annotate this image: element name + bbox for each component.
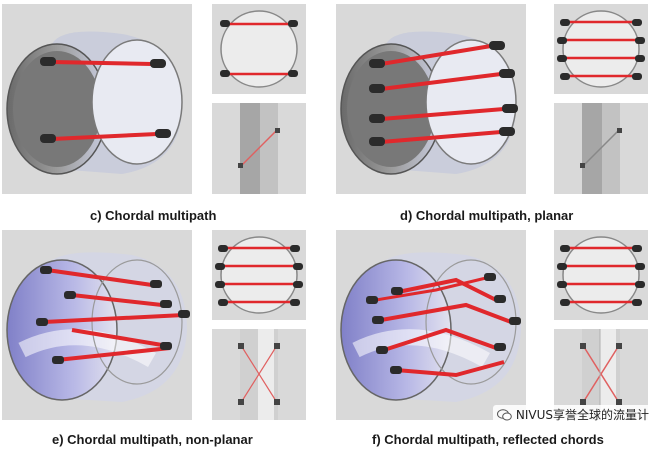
panel-d-main [336, 4, 526, 194]
caption-d: d) Chordal multipath, planar [400, 208, 574, 223]
panel-e-side-view [212, 329, 306, 420]
panel-c-top-view [212, 4, 306, 94]
watermark: NIVUS享誉全球的流量计 [492, 405, 653, 424]
caption-f: f) Chordal multipath, reflected chords [372, 432, 604, 447]
panel-f-side-view [554, 329, 648, 420]
watermark-text: NIVUS享誉全球的流量计 [515, 408, 649, 422]
panel-f-top-view [554, 230, 648, 320]
panel-d-side-view [554, 103, 648, 194]
panel-e-top-view [212, 230, 306, 320]
panel-c-side-view [212, 103, 306, 194]
wechat-icon [496, 408, 512, 420]
caption-e: e) Chordal multipath, non-planar [52, 432, 253, 447]
panel-d-top-view [554, 4, 648, 94]
caption-c: c) Chordal multipath [90, 208, 217, 223]
panel-c-main [2, 4, 192, 194]
panel-e-main [2, 230, 192, 420]
panel-f-main [336, 230, 526, 420]
